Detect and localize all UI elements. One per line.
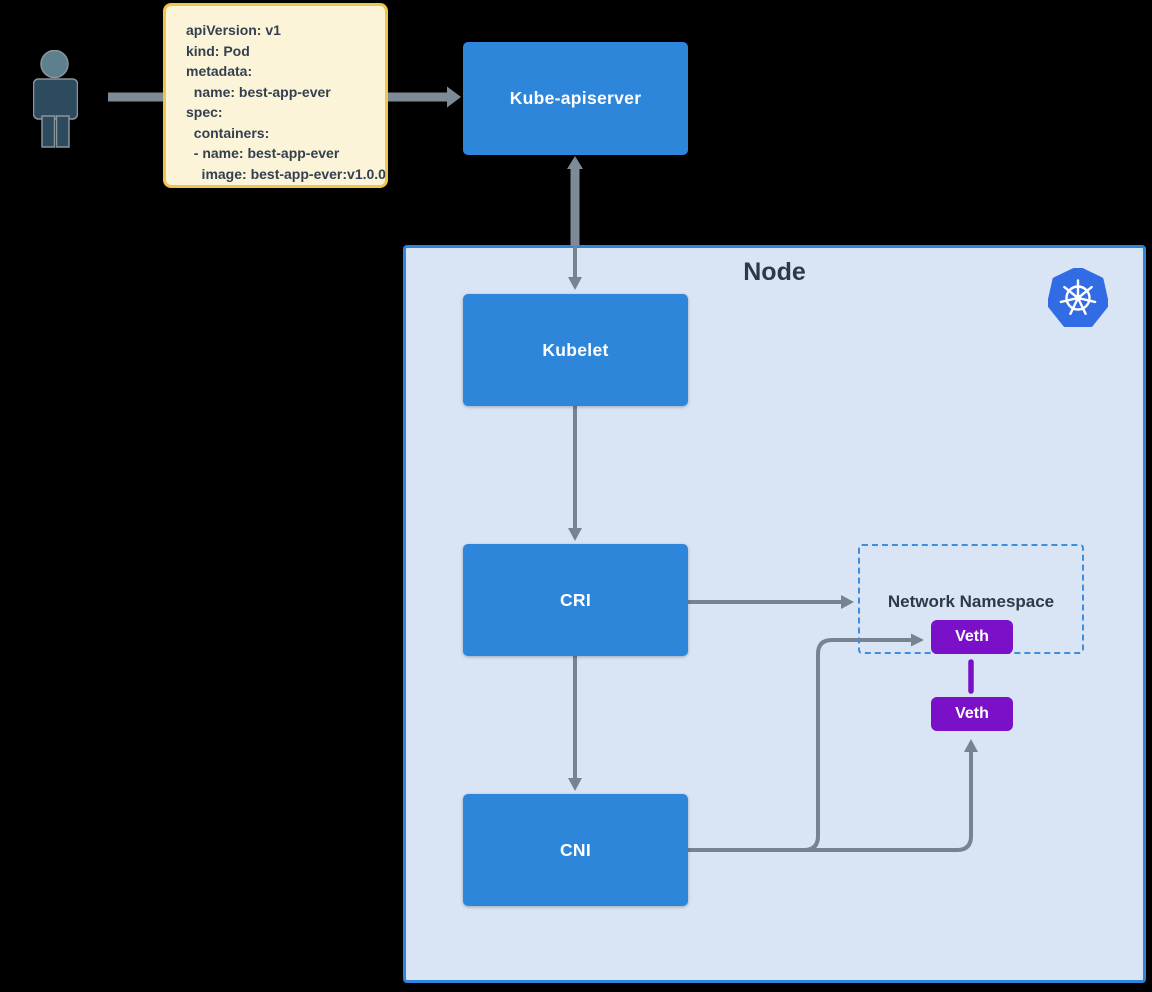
kubernetes-logo-icon bbox=[1048, 268, 1108, 327]
person-icon bbox=[33, 50, 78, 148]
cri-box: CRI bbox=[463, 544, 688, 656]
cri-label: CRI bbox=[559, 589, 592, 610]
kubelet-box: Kubelet bbox=[463, 294, 688, 406]
node-title: Node bbox=[743, 258, 806, 286]
cni-box: CNI bbox=[463, 794, 688, 906]
kube-apiserver-label: Kube-apiserver bbox=[509, 88, 642, 108]
kube-apiserver-box: Kube-apiserver bbox=[463, 42, 688, 155]
veth-outside-box: Veth bbox=[931, 697, 1013, 731]
veth-inside-label: Veth bbox=[955, 628, 989, 645]
pod-manifest-card: apiVersion: v1 kind: Pod metadata: name:… bbox=[163, 3, 388, 188]
network-namespace-label: Network Namespace bbox=[887, 592, 1055, 611]
veth-inside-box: Veth bbox=[931, 620, 1013, 654]
cni-label: CNI bbox=[559, 839, 592, 860]
kubelet-label: Kubelet bbox=[542, 339, 609, 360]
pod-manifest-yaml: apiVersion: v1 kind: Pod metadata: name:… bbox=[186, 22, 386, 182]
arrow-manifest-to-apiserver bbox=[388, 86, 461, 108]
veth-outside-label: Veth bbox=[955, 705, 989, 722]
